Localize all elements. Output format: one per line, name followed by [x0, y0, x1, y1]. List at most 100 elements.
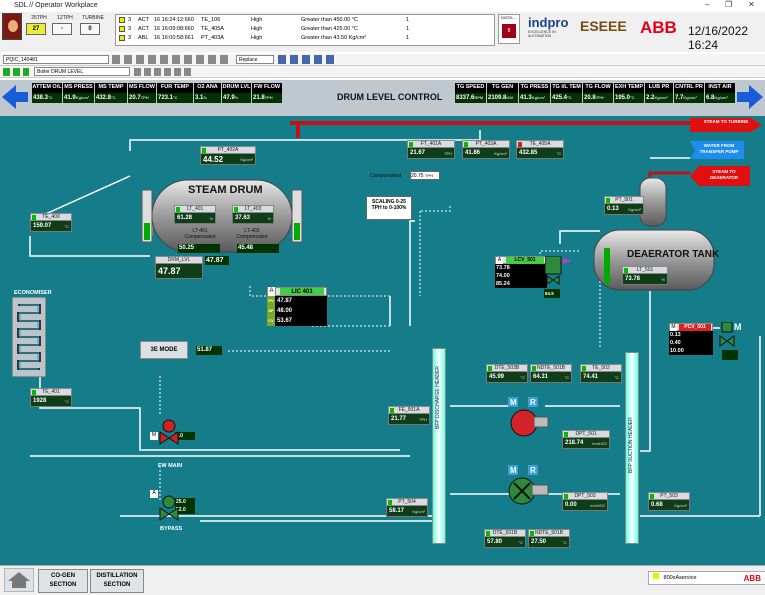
tag-te400[interactable]: TE_400 159.07°C	[30, 213, 72, 235]
window-title: SDL // Operator Workplace	[14, 2, 98, 9]
toolbar-buttons-icon[interactable]	[112, 55, 232, 64]
tag-ndte501b-2[interactable]: NDTE_501B 27.50°C	[528, 529, 570, 551]
lt403-compensated-value: 45.48	[237, 244, 279, 253]
kpi-turbine[interactable]: TURBINE 0	[80, 15, 106, 35]
lt403-compensated-label: LT-403 Compensated	[236, 228, 268, 240]
tag-lt401[interactable]: LT_401 61.28%	[174, 205, 216, 227]
distillation-alarm-panel[interactable]: DISTIL... 8	[498, 14, 520, 44]
header-label: FUR TEMP	[157, 83, 193, 93]
replace-combo[interactable]: Replace	[236, 55, 274, 64]
kpi-label: 12TPH	[57, 15, 73, 21]
header-label: ATTEM O/L	[32, 83, 62, 93]
nav-back-forward-icon[interactable]	[3, 68, 29, 76]
lcv501-valve-icon[interactable]	[545, 256, 571, 288]
economiser-label: ECONOMISER	[14, 290, 52, 296]
minimize-button[interactable]: –	[705, 0, 710, 9]
toolbar-tools-icon[interactable]	[278, 55, 338, 64]
tag-te405a[interactable]: TE_405A 432.85°C	[516, 140, 564, 162]
tag-dte503b[interactable]: DTE_503B 45.99°C	[486, 364, 528, 386]
bypass-valve-icon[interactable]	[158, 494, 180, 522]
previous-page-arrow-icon[interactable]	[2, 83, 28, 111]
fw-main-faceplate[interactable]: M 0.0	[150, 432, 196, 450]
header-value[interactable]: 432.8°C	[95, 93, 127, 103]
display-combo[interactable]: Boiler DRUM LEVEL	[34, 67, 130, 76]
toolbar-misc-icon[interactable]	[134, 68, 194, 76]
mode-output-value: 51.87	[196, 346, 222, 355]
lcv501-faceplate[interactable]: A LCV_501 73.78 74.00 85.24	[495, 256, 547, 292]
svg-text:M: M	[510, 398, 517, 407]
kpi-12tph[interactable]: 12TPH -	[52, 15, 78, 35]
economiser-coil[interactable]	[12, 297, 46, 377]
steam-to-deaerator-arrow: STEAM TO DEAERATOR	[690, 166, 750, 186]
bfp-pump-2-icon[interactable]: M R	[500, 465, 550, 509]
header-value[interactable]: 723.1°C	[157, 93, 193, 103]
header-value[interactable]: 47.9%	[222, 93, 251, 103]
cogen-section-button[interactable]: CO-GEN SECTION	[38, 569, 88, 593]
home-icon[interactable]	[4, 568, 34, 592]
svg-text:M: M	[510, 466, 517, 475]
header-value[interactable]: 41.3Kg/cm²	[519, 93, 550, 103]
header-value[interactable]: 438.3°C	[32, 93, 62, 103]
header-value[interactable]: 195.0°C	[614, 93, 644, 103]
bfp-discharge-header: BFP DISCHARGE HEADER	[432, 348, 446, 544]
header-value[interactable]: 7.7Kg/cm²	[674, 93, 704, 103]
header-value[interactable]: 425.4°C	[551, 93, 582, 103]
distillation-section-button[interactable]: DISTILLATION SECTION	[90, 569, 144, 593]
deaerator-label: DEAERATOR TANK	[627, 249, 720, 260]
header-value[interactable]: 3.1%	[194, 93, 221, 103]
alarm-row[interactable]: 3 ACT 16 16:09:08:660 TE_405A High Great…	[116, 25, 494, 33]
alarm-ack-icon[interactable]	[119, 35, 125, 41]
alarm-priority: 3	[128, 35, 132, 41]
svg-text:M: M	[734, 322, 742, 332]
header-value[interactable]: 2109.8KW	[487, 93, 518, 103]
tag-dte501b[interactable]: DTE_501B 57.80°C	[484, 529, 526, 551]
header-value[interactable]: 41.9Kg/cm²	[63, 93, 94, 103]
svg-text:R: R	[530, 398, 536, 407]
header-value[interactable]: 2.2Kg/cm²	[645, 93, 673, 103]
fw-main-valve-icon[interactable]	[158, 418, 180, 446]
alarm-ack-icon[interactable]	[119, 17, 125, 23]
header-value[interactable]: 8337.6RPM	[455, 93, 486, 103]
bfp-pump-1-icon[interactable]: M R	[500, 397, 550, 439]
header-value[interactable]: 20.8TPH	[583, 93, 613, 103]
header-value[interactable]: 20.7TPH	[128, 93, 156, 103]
object-combo[interactable]: PQIC_140481	[3, 55, 109, 64]
alarm-list[interactable]: 3 ACT 16 16:24:12:660 TE_106 High Greate…	[115, 14, 495, 46]
restore-button[interactable]: ❐	[725, 0, 733, 9]
mode-button[interactable]: 3E MODE	[140, 341, 188, 359]
scaling-block[interactable]: SCALING 0-25 TPH to 0-100%	[366, 196, 412, 220]
bypass-faceplate[interactable]: A 25.0 52.0	[150, 490, 196, 514]
header-value[interactable]: 6.8Kg/cm²	[705, 93, 735, 103]
steam-drum-vessel[interactable]	[138, 178, 306, 254]
tag-drm-lvl[interactable]: DRM_LVL 47.87	[155, 256, 203, 282]
tag-te401[interactable]: TE_401 1928°C	[30, 388, 72, 410]
next-page-arrow-icon[interactable]	[737, 83, 763, 111]
window-titlebar: SDL // Operator Workplace – ❐ ✕	[0, 0, 765, 12]
tag-ndte501b[interactable]: NDTE_501B 64.31°C	[530, 364, 572, 386]
tag-lt403[interactable]: LT_403 37.63%	[232, 205, 274, 227]
close-button[interactable]: ✕	[748, 0, 755, 9]
alarm-row[interactable]: 3 ACT 16 16:24:12:660 TE_106 High Greate…	[116, 16, 494, 24]
pcv501-faceplate[interactable]: M PCV_501 0.13 0.40 10.00	[669, 323, 713, 357]
header-label: TG SPEED	[455, 83, 486, 93]
header-value[interactable]: 21.8TPH	[252, 93, 282, 103]
pcv501-valve-icon[interactable]: M	[718, 322, 744, 362]
tag-te502[interactable]: TE_502 74.41°C	[580, 364, 622, 386]
lt401-compensated-value: 50.25	[178, 244, 220, 253]
alarm-priority: 3	[128, 17, 132, 23]
alarm-ack-icon[interactable]	[119, 26, 125, 32]
alarm-row[interactable]: 3 ABL 16 16:00:58:661 PT_403A High Great…	[116, 34, 494, 42]
tag-lt501[interactable]: LT_501 73.78%	[622, 266, 668, 288]
kpi-25tph[interactable]: 25TPH 27	[26, 15, 52, 35]
server-status[interactable]: 800xAservice ABB	[648, 571, 765, 585]
